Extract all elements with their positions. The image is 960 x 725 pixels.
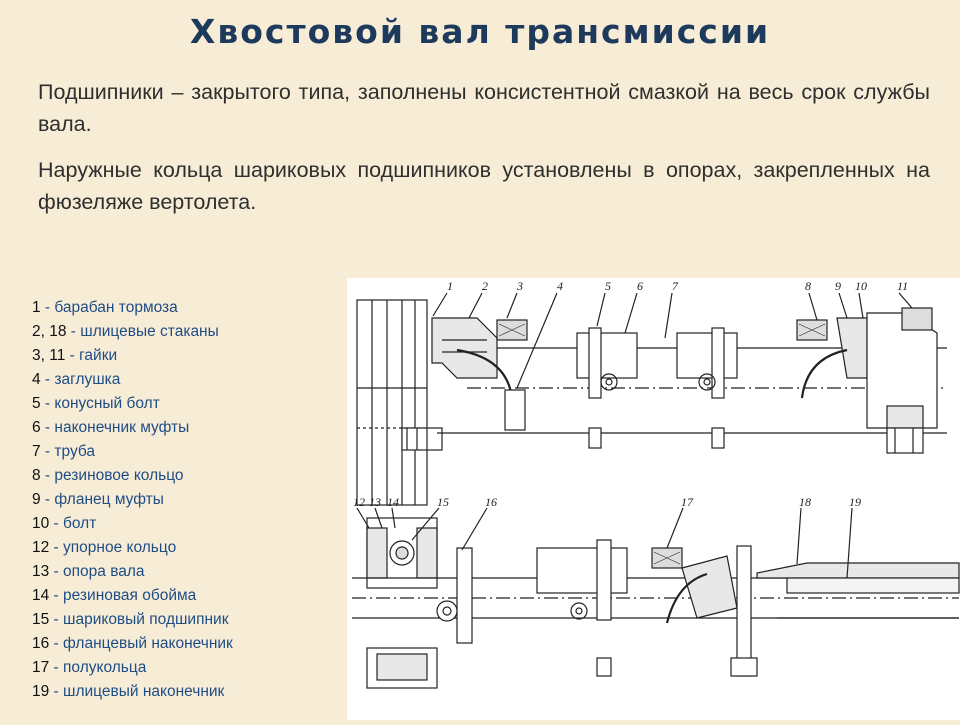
- legend-item-text: - барабан тормоза: [40, 299, 178, 316]
- legend-item-text: - заглушка: [40, 371, 121, 388]
- legend-item-text: - наконечник муфты: [40, 419, 190, 436]
- legend-item-text: - опора вала: [49, 563, 145, 580]
- callout-number: 4: [557, 279, 563, 293]
- callout-number: 17: [681, 495, 694, 509]
- legend-item-number: 17: [32, 659, 50, 676]
- legend-item-text: - гайки: [65, 347, 118, 364]
- legend-item-text: - шариковый подшипник: [49, 611, 229, 628]
- legend-item-number: 15: [32, 611, 50, 628]
- callout-number: 5: [605, 279, 611, 293]
- callout-number: 19: [849, 495, 861, 509]
- legend-item-text: - шлицевый наконечник: [49, 683, 225, 700]
- legend-item-number: 12: [32, 539, 50, 556]
- legend-item-text: - резиновое кольцо: [40, 467, 184, 484]
- legend-item: 4 - заглушка: [32, 368, 337, 392]
- legend-item-number: 3, 11: [32, 347, 66, 364]
- legend-item: 15 - шариковый подшипник: [32, 608, 337, 632]
- callout-number: 10: [855, 279, 867, 293]
- paragraph-outer-rings: Наружные кольца шариковых подшипников ус…: [38, 158, 930, 214]
- callouts-bottom: 12 13 14 15 16 17 18 19: [353, 495, 861, 509]
- legend-item-number: 8: [32, 467, 41, 484]
- legend-item-number: 16: [32, 635, 50, 652]
- legend-item: 14 - резиновая обойма: [32, 584, 337, 608]
- callout-number: 3: [516, 279, 523, 293]
- callout-number: 6: [637, 279, 643, 293]
- callout-number: 15: [437, 495, 449, 509]
- legend-item-number: 4: [32, 371, 41, 388]
- legend-item-number: 1: [32, 299, 41, 316]
- callout-number: 8: [805, 279, 811, 293]
- legend-item: 1 - барабан тормоза: [32, 296, 337, 320]
- legend-item-text: - упорное кольцо: [49, 539, 177, 556]
- callout-number: 11: [897, 279, 908, 293]
- legend-item-number: 9: [32, 491, 41, 508]
- legend-item: 17 - полукольца: [32, 656, 337, 680]
- legend-item-number: 6: [32, 419, 41, 436]
- legend-item: 3, 11 - гайки: [32, 344, 337, 368]
- legend-item: 2, 18 - шлицевые стаканы: [32, 320, 337, 344]
- legend-item-text: - шлицевые стаканы: [66, 323, 219, 340]
- legend-item: 7 - труба: [32, 440, 337, 464]
- paragraph-bearings: Подшипники – закрытого типа, заполнены к…: [38, 80, 930, 136]
- callout-number: 1: [447, 279, 453, 293]
- legend-item: 13 - опора вала: [32, 560, 337, 584]
- legend-item-text: - конусный болт: [40, 395, 160, 412]
- callout-number: 2: [482, 279, 488, 293]
- legend-item-text: - резиновая обойма: [49, 587, 197, 604]
- legend-item: 12 - упорное кольцо: [32, 536, 337, 560]
- legend-item: 10 - болт: [32, 512, 337, 536]
- callout-number: 13: [369, 495, 381, 509]
- legend-item-number: 7: [32, 443, 41, 460]
- callouts-top: 1 2 3 4 5 6 7 8 9 10 11: [447, 279, 908, 293]
- legend-item: 16 - фланцевый наконечник: [32, 632, 337, 656]
- legend-item: 6 - наконечник муфты: [32, 416, 337, 440]
- legend-item-text: - труба: [40, 443, 96, 460]
- top-assembly: [356, 292, 947, 506]
- callout-number: 7: [672, 279, 679, 293]
- legend-item: 8 - резиновое кольцо: [32, 464, 337, 488]
- slide-title: Хвостовой вал трансмиссии: [189, 12, 771, 51]
- legend-item-number: 2, 18: [32, 323, 67, 340]
- legend-item-number: 13: [32, 563, 50, 580]
- legend-item: 5 - конусный болт: [32, 392, 337, 416]
- callout-number: 14: [387, 495, 399, 509]
- legend-item: 19 - шлицевый наконечник: [32, 680, 337, 704]
- legend-item-number: 10: [32, 515, 50, 532]
- legend-item-text: - фланец муфты: [40, 491, 164, 508]
- legend-item-number: 14: [32, 587, 50, 604]
- legend-item-text: - фланцевый наконечник: [49, 635, 233, 652]
- legend-item: 9 - фланец муфты: [32, 488, 337, 512]
- legend-item-text: - болт: [49, 515, 97, 532]
- callout-number: 18: [799, 495, 811, 509]
- callout-number: 9: [835, 279, 841, 293]
- callout-number: 16: [485, 495, 497, 509]
- callout-number: 12: [353, 495, 365, 509]
- legend-item-number: 19: [32, 683, 50, 700]
- legend-item-number: 5: [32, 395, 41, 412]
- bottom-assembly: [352, 507, 960, 689]
- legend-item-text: - полукольца: [49, 659, 147, 676]
